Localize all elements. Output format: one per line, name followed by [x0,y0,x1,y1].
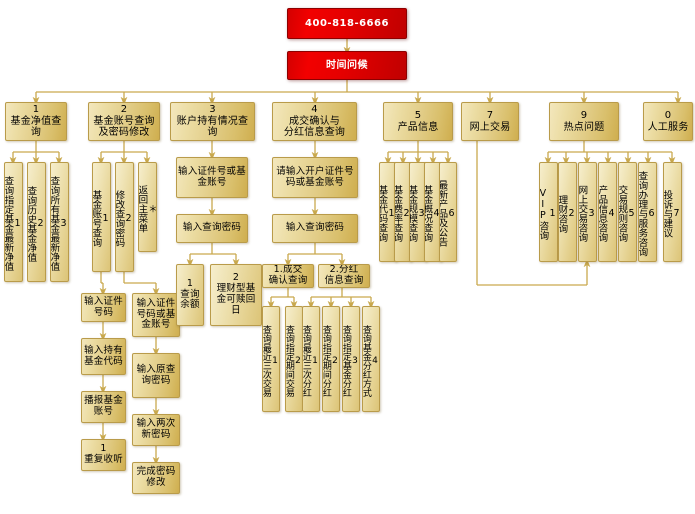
branch4-step-1: 请输入开户证件号码或基金账号 [272,157,358,198]
branch2-chain-b-step-2: 输入原查询密码 [132,353,180,398]
branch2-chain-a-step-2: 输入持有基金代码 [81,338,126,375]
branch2-chain-a-step-1-label: 输入证件号码 [84,295,123,318]
branch3-step-1: 输入证件号或基金账号 [176,157,248,198]
branch2-chain-b-step-1: 输入证件号码或基金账号 [132,293,180,337]
branch4-step-1-label: 请输入开户证件号码或基金账号 [276,165,354,188]
branch2-child-return[interactable]: ＊返回主菜单 [138,162,157,252]
branch3-step-2: 输入查询密码 [176,214,248,243]
branch2-chain-b-step-2-label: 输入原查询密码 [136,363,176,386]
branch2-chain-a-step-3-label: 播报基金账号 [84,395,123,417]
branch2-chain-b-step-4-label: 完成密码修改 [136,466,176,488]
branch2-chain-b-step-4: 完成密码修改 [132,462,180,494]
branch2-chain-b-step-3: 输入两次新密码 [132,414,180,446]
branch3-step-1-label: 输入证件号或基金账号 [178,165,246,188]
branch2-chain-a-step-1: 输入证件号码 [81,293,126,322]
hotline-number-box: 400-818-6666 [287,8,407,39]
branch2-chain-b-step-3-label: 输入两次新密码 [136,418,176,440]
branch4-group-1-label: 1.成交确认查询 [268,264,308,286]
time-greeting: 时间问候 [326,59,368,71]
branch4-group-2[interactable]: 2.分红信息查询 [318,264,370,288]
branch2-chain-a-step-3: 播报基金账号 [81,391,126,423]
hotline-number: 400-818-6666 [305,17,389,29]
branch4-step-2: 输入查询密码 [272,214,358,243]
branch2-child-return-label: ＊返回主菜单 [138,184,157,233]
branch2-chain-a-step-2-label: 输入持有基金代码 [84,344,123,367]
branch4-group-1[interactable]: 1.成交确认查询 [262,264,314,288]
branch3-step-2-label: 输入查询密码 [182,222,242,234]
time-greeting-box: 时间问候 [287,51,407,80]
branch4-step-2-label: 输入查询密码 [285,222,345,234]
branch4-group-2-label: 2.分红信息查询 [324,264,364,286]
branch2-chain-b-step-1-label: 输入证件号码或基金账号 [136,297,176,331]
